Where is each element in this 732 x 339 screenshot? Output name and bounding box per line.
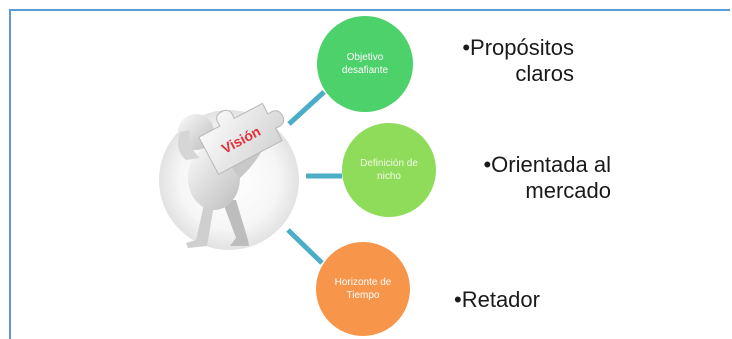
description-orientada: •Orientada al mercado: [483, 152, 611, 203]
node-label: Horizonte de Tiempo: [334, 277, 392, 301]
description-retador: •Retador: [454, 287, 540, 312]
connector-bottom: [286, 228, 324, 265]
node-label: Definición de nicho: [360, 158, 418, 182]
node-definicion-de-nicho: Definición de nicho: [342, 123, 436, 217]
node-objetivo-desafiante: Objetivo desafiante: [317, 16, 413, 112]
node-label: Objetivo desafiante: [341, 52, 389, 76]
person-carrying-puzzle-piece-icon: Visión: [159, 102, 299, 250]
slide-frame: [9, 9, 730, 339]
connector-top: [287, 90, 326, 126]
description-propositos: •Propósitos claros: [462, 35, 574, 86]
node-horizonte-de-tiempo: Horizonte de Tiempo: [316, 242, 410, 336]
